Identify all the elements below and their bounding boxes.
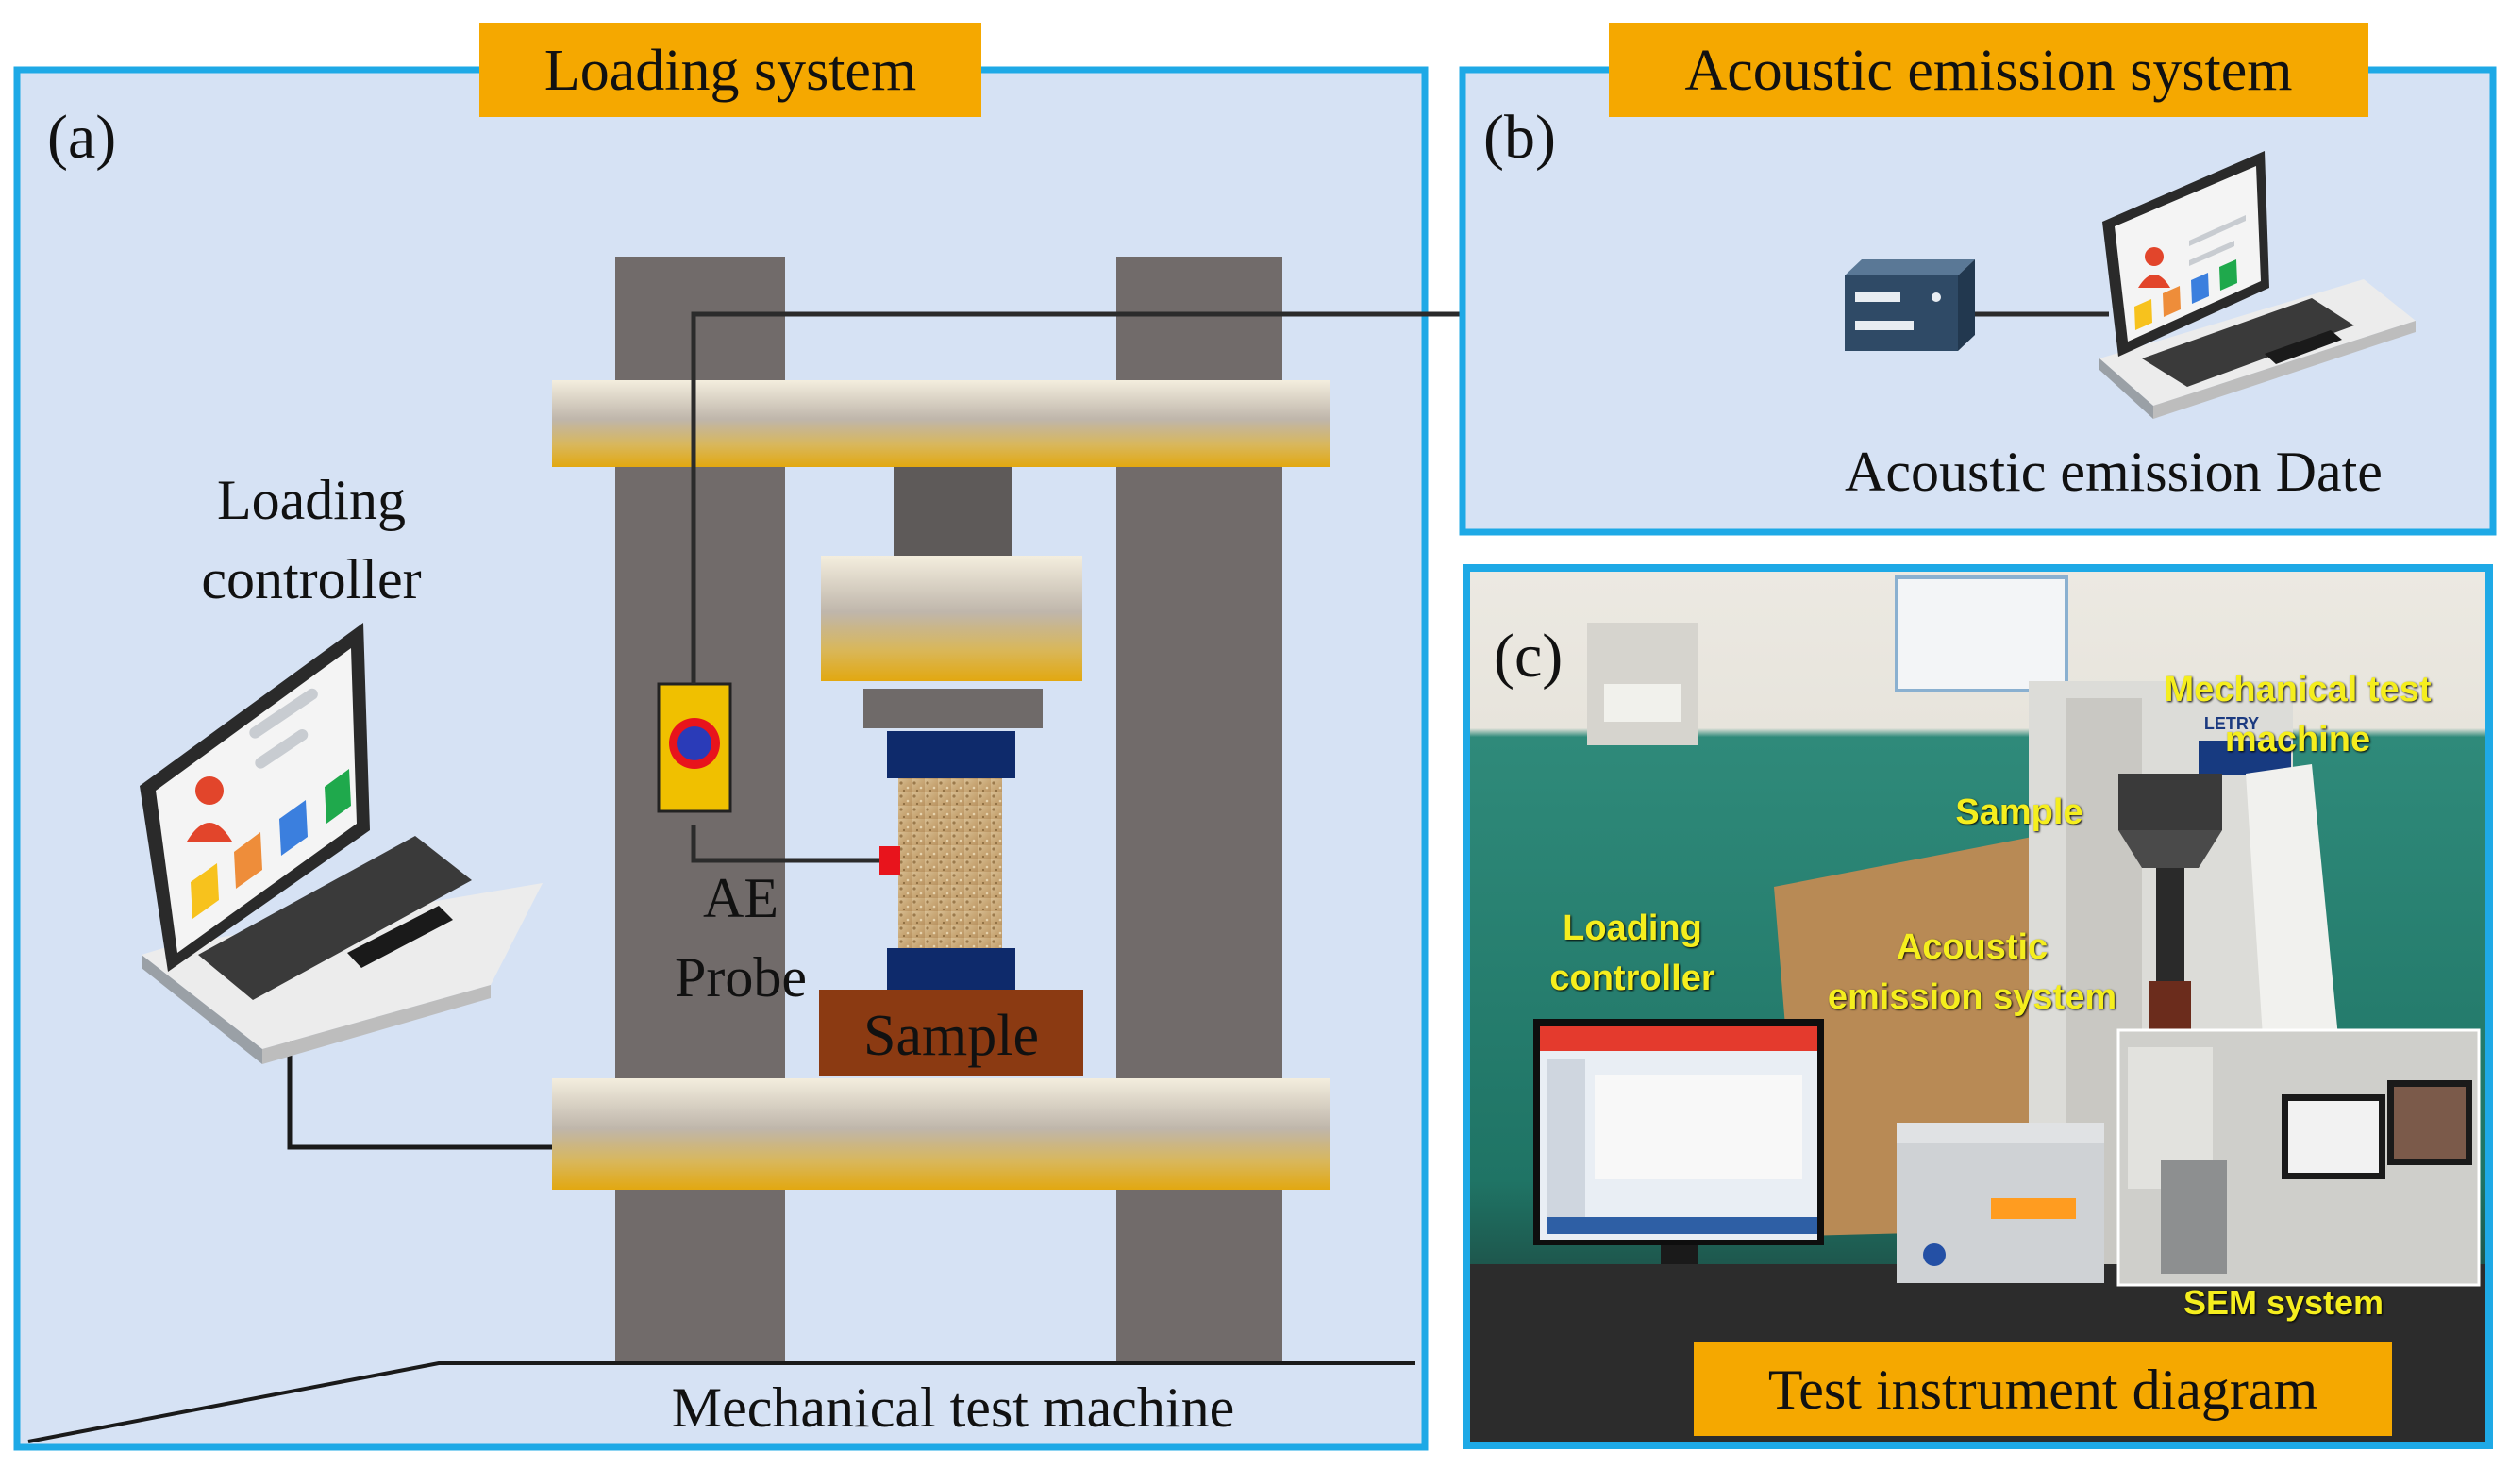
panel-b: Acoustic emission system (b) Acoustic em… bbox=[1459, 23, 2497, 536]
panel-b-title: Acoustic emission system bbox=[1684, 39, 2292, 103]
upper-spacer bbox=[863, 689, 1043, 728]
laptop-icon bbox=[140, 623, 543, 1064]
panel-c-caption: Test instrument diagram bbox=[1768, 1359, 2317, 1421]
photo-label-letry: LETRY bbox=[2204, 714, 2259, 733]
bottom-crossbeam bbox=[552, 1078, 1330, 1190]
machine-label: Mechanical test machine bbox=[672, 1376, 1234, 1439]
floor-line bbox=[27, 1361, 1415, 1443]
ae-probe-label: AE Probe bbox=[675, 867, 807, 1009]
photo-label-sample: Sample bbox=[1955, 792, 2082, 832]
sample-label: Sample bbox=[863, 1004, 1039, 1068]
sample-base bbox=[819, 990, 1083, 1076]
panel-c: Test instrument diagram (c) Mechanical t… bbox=[1463, 564, 2493, 1449]
top-crossbeam bbox=[552, 380, 1330, 467]
panel-a-letter: (a) bbox=[47, 103, 116, 172]
panel-b-letter: (b) bbox=[1483, 103, 1556, 172]
controller-cable bbox=[287, 1034, 552, 1150]
photo-label-mechanical-test-machine: Mechanical test machine bbox=[2165, 670, 2432, 759]
loading-controller-label: Loading controller bbox=[201, 469, 421, 610]
photo-label-acoustic-emission-system: Acoustic emission system bbox=[1828, 927, 2116, 1017]
panel-a: Loading system (a) Loading controller AE… bbox=[13, 23, 1845, 1451]
panel-a-title: Loading system bbox=[544, 39, 916, 103]
photo-label-loading-controller: Loading controller bbox=[1549, 909, 1714, 998]
laptop-icon bbox=[2099, 151, 2416, 419]
panel-b-title-box bbox=[1609, 23, 2368, 117]
photo-label-sem-system: SEM system bbox=[2183, 1283, 2384, 1322]
panel-a-title-box bbox=[479, 23, 981, 117]
lower-cap bbox=[887, 948, 1015, 990]
panel-c-letter: (c) bbox=[1494, 622, 1563, 691]
upper-cap bbox=[887, 731, 1015, 778]
ae-sensor bbox=[879, 846, 900, 875]
acoustic-data-label: Acoustic emission Date bbox=[1845, 441, 2383, 503]
probe-cable bbox=[691, 825, 879, 863]
ae-probe-icon bbox=[657, 682, 732, 813]
sample-specimen bbox=[898, 778, 1002, 948]
loading-ram bbox=[894, 467, 1012, 556]
daq-box-icon bbox=[1845, 259, 1975, 351]
upper-platen bbox=[821, 556, 1082, 681]
panel-c-caption-box bbox=[1694, 1342, 2392, 1436]
